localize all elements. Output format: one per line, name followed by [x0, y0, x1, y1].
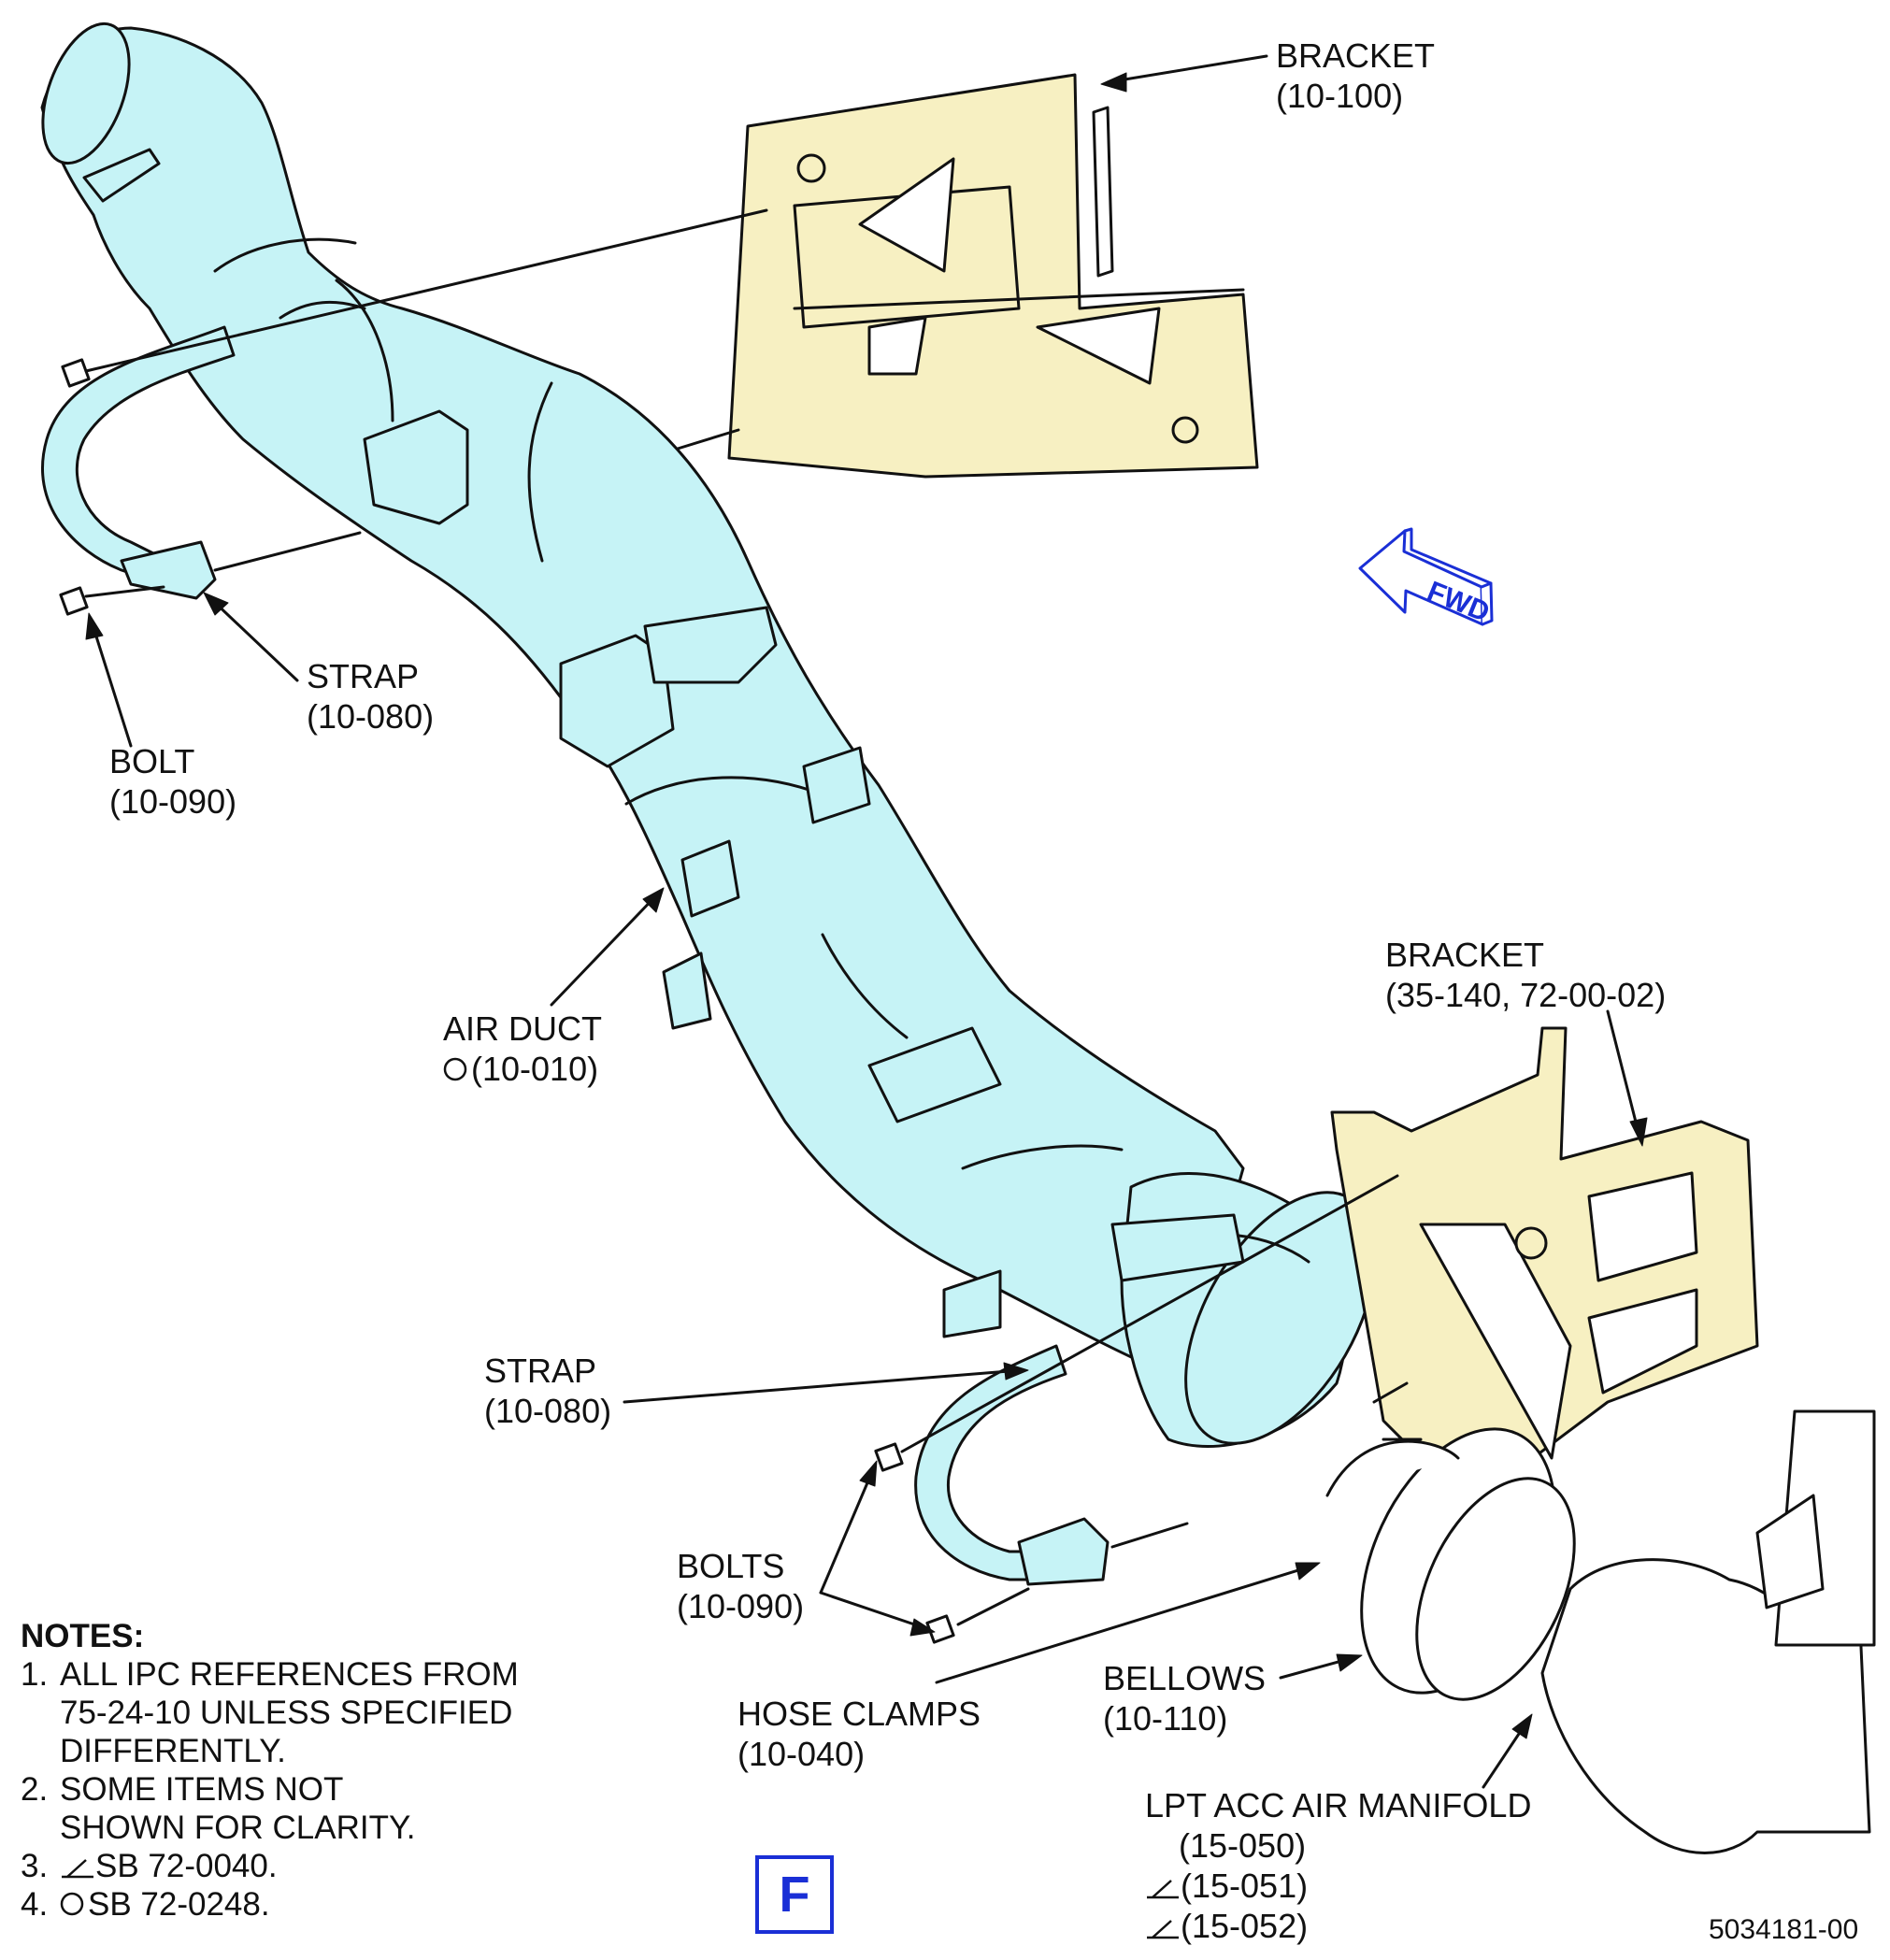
manifold [1540, 1409, 1876, 1854]
triangle-revision-icon [1145, 1879, 1181, 1899]
label-bolts-lower-name: BOLTS [677, 1547, 785, 1585]
label-manifold: LPT ACC AIR MANIFOLD (15-050) (15-051) (… [1145, 1785, 1531, 1946]
label-strap-upper: STRAP (10-080) [307, 656, 434, 737]
bracket-upper [727, 73, 1259, 479]
duct-mount-tabs [82, 148, 1245, 1338]
label-bolts-lower: BOLTS (10-090) [677, 1546, 804, 1626]
label-bolt-upper: BOLT (10-090) [109, 741, 236, 822]
strap-upper [41, 325, 236, 600]
note-item: 1. ALL IPC REFERENCES FROM 75-24-10 UNLE… [21, 1655, 519, 1770]
bracket-right [1330, 1026, 1759, 1497]
label-strap-lower-name: STRAP [484, 1352, 597, 1390]
drawing-number: 5034181-00 [1709, 1914, 1859, 1945]
label-hose-clamps-name: HOSE CLAMPS [737, 1695, 981, 1733]
triangle-revision-icon [1145, 1919, 1181, 1939]
label-air-duct-name: AIR DUCT [443, 1009, 602, 1048]
note-line: SB 72-0248. [88, 1886, 270, 1923]
view-letter-box: F [755, 1855, 834, 1934]
triangle-revision-icon [60, 1858, 95, 1879]
note-line: DIFFERENTLY. [60, 1733, 286, 1769]
label-bellows-ref: (10-110) [1103, 1699, 1228, 1738]
label-bellows: BELLOWS (10-110) [1103, 1658, 1266, 1738]
label-bracket-right-ref: (35-140, 72-00-02) [1385, 976, 1667, 1014]
notes-title: NOTES: [21, 1618, 145, 1654]
circle-revision-icon [443, 1057, 471, 1081]
label-bolt-upper-ref: (10-090) [109, 782, 237, 821]
label-air-duct-ref: (10-010) [471, 1050, 599, 1088]
label-bracket-top-ref: (10-100) [1276, 77, 1404, 115]
leader-lines [85, 54, 1648, 1789]
label-bellows-name: BELLOWS [1103, 1659, 1267, 1697]
bolt-axis-lines [84, 208, 1409, 1626]
note-item: 2. SOME ITEMS NOT SHOWN FOR CLARITY. [21, 1770, 519, 1847]
label-hose-clamps: HOSE CLAMPS (10-040) [737, 1694, 981, 1774]
bolts [59, 358, 955, 1644]
bellows [1325, 1427, 1576, 1701]
note-line: SHOWN FOR CLARITY. [60, 1810, 416, 1846]
note-line: SB 72-0040. [95, 1848, 278, 1884]
note-number: 3. [21, 1848, 49, 1884]
label-hose-clamps-ref: (10-040) [737, 1735, 866, 1773]
label-manifold-ref1: (15-050) [1179, 1826, 1307, 1865]
label-bolt-upper-name: BOLT [109, 742, 195, 780]
fwd-arrow [1358, 527, 1494, 626]
note-line: 75-24-10 UNLESS SPECIFIED [60, 1695, 513, 1731]
label-manifold-ref2: (15-051) [1181, 1867, 1309, 1905]
label-strap-upper-name: STRAP [307, 657, 420, 695]
label-manifold-ref3: (15-052) [1181, 1907, 1309, 1945]
label-bracket-right: BRACKET (35-140, 72-00-02) [1385, 935, 1666, 1015]
label-strap-lower: STRAP (10-080) [484, 1351, 611, 1431]
note-number: 2. [21, 1771, 49, 1808]
label-air-duct: AIR DUCT (10-010) [443, 1009, 602, 1089]
note-number: 1. [21, 1656, 49, 1693]
note-item: 4. SB 72-0248. [21, 1885, 519, 1924]
notes-block: NOTES: 1. ALL IPC REFERENCES FROM 75-24-… [21, 1617, 519, 1924]
label-strap-upper-ref: (10-080) [307, 697, 435, 736]
strap-lower [914, 1344, 1110, 1586]
note-item: 3. SB 72-0040. [21, 1847, 519, 1885]
note-line: ALL IPC REFERENCES FROM [60, 1656, 519, 1693]
note-line: SOME ITEMS NOT [60, 1771, 344, 1808]
label-bracket-right-name: BRACKET [1385, 936, 1545, 974]
label-manifold-name: LPT ACC AIR MANIFOLD [1145, 1786, 1532, 1824]
label-bracket-top: BRACKET (10-100) [1276, 36, 1435, 116]
label-strap-lower-ref: (10-080) [484, 1392, 612, 1430]
note-number: 4. [21, 1886, 49, 1923]
label-bracket-top-name: BRACKET [1276, 36, 1436, 75]
circle-revision-icon [60, 1892, 88, 1916]
label-bolts-lower-ref: (10-090) [677, 1587, 805, 1625]
